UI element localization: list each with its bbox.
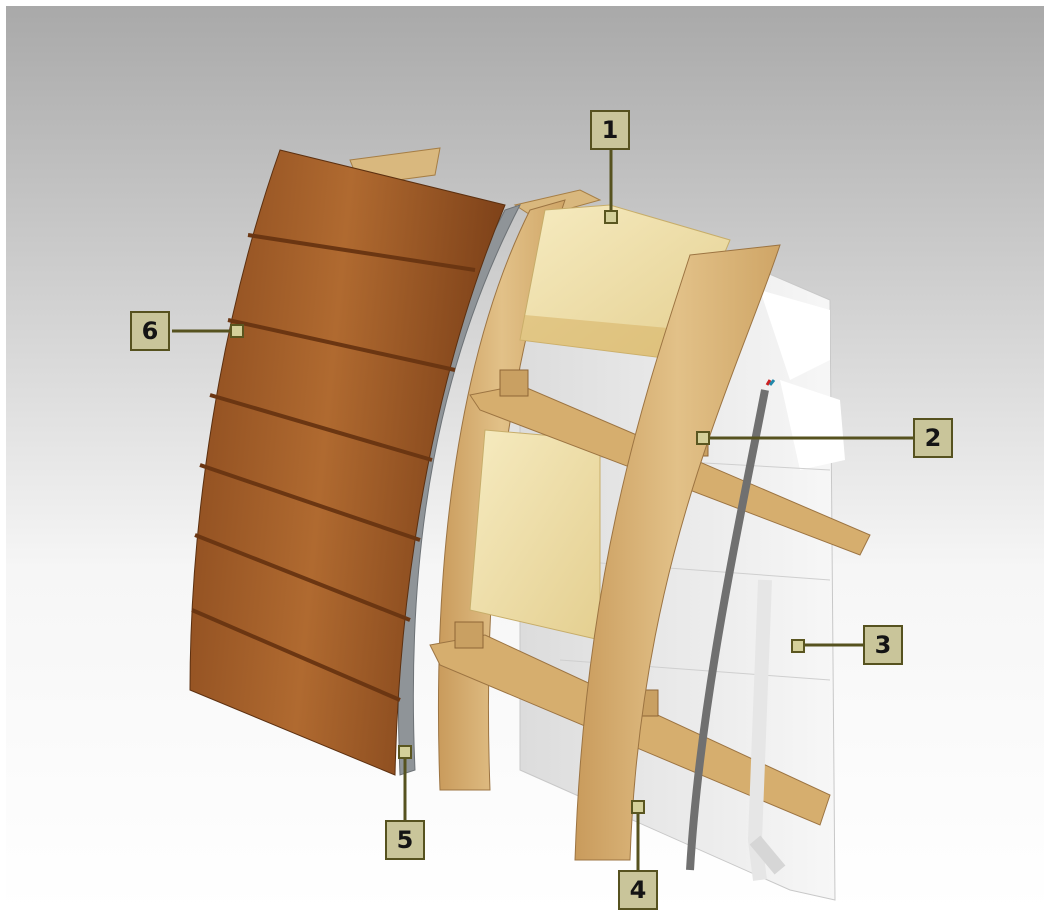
target-dot bbox=[696, 431, 710, 445]
target-dot bbox=[791, 639, 805, 653]
callout-1: 1 bbox=[590, 110, 630, 150]
callout-1-label: 1 bbox=[601, 116, 619, 144]
callout-4-label: 4 bbox=[629, 876, 647, 904]
callout-6: 6 bbox=[130, 311, 170, 351]
services bbox=[686, 379, 786, 881]
callout-3-label: 3 bbox=[874, 631, 892, 659]
callout-3: 3 bbox=[863, 625, 903, 665]
callout-5-label: 5 bbox=[396, 826, 414, 854]
insulation bbox=[469, 204, 731, 641]
target-dot bbox=[631, 800, 645, 814]
target-dot bbox=[230, 324, 244, 338]
callout-4: 4 bbox=[618, 870, 658, 910]
callout-6-label: 6 bbox=[141, 317, 159, 345]
front-rib bbox=[574, 244, 781, 861]
callout-2: 2 bbox=[913, 418, 953, 458]
target-dot bbox=[398, 745, 412, 759]
target-dot bbox=[604, 210, 618, 224]
callout-2-label: 2 bbox=[924, 424, 942, 452]
callout-5: 5 bbox=[385, 820, 425, 860]
cladding-boards bbox=[189, 149, 506, 776]
